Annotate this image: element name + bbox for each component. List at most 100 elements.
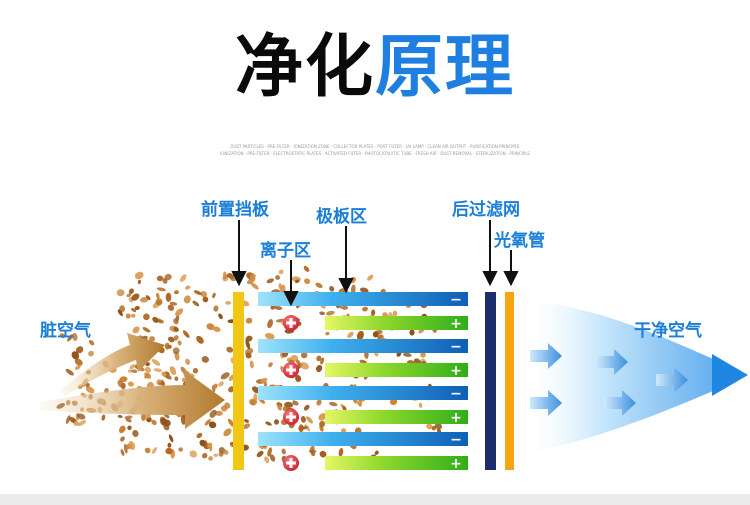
dust-particle <box>278 269 284 275</box>
dust-particle <box>116 289 125 297</box>
dust-particle <box>300 416 306 423</box>
dust-particle <box>269 454 276 462</box>
title-part-1: 净化 <box>234 28 375 107</box>
dust-particle <box>161 371 167 377</box>
dust-particle <box>266 278 274 284</box>
dust-particle <box>165 447 173 455</box>
dust-particle <box>165 292 172 302</box>
label-pre-baffle: 前置挡板 <box>201 200 269 220</box>
dust-particle <box>301 352 308 359</box>
dust-particle <box>128 288 134 295</box>
dust-particle <box>306 416 313 424</box>
dust-particle <box>192 300 200 307</box>
dust-particle <box>315 282 323 288</box>
clean-air-arrowhead <box>712 354 748 396</box>
dust-particle <box>177 340 182 346</box>
dust-particle <box>338 447 344 457</box>
negative-plate <box>258 292 468 306</box>
dust-particle <box>65 415 71 424</box>
dust-particle <box>426 423 433 430</box>
dust-particle <box>265 421 272 426</box>
dust-particle <box>85 386 95 394</box>
positive-sign: + <box>450 456 462 472</box>
dust-particle <box>174 376 179 381</box>
dust-particle <box>309 445 315 454</box>
dust-particle <box>295 358 302 367</box>
post-filter <box>485 292 496 470</box>
dust-particle <box>134 305 140 311</box>
dust-particle <box>318 413 327 421</box>
dust-particle <box>131 293 140 301</box>
dust-particle <box>303 278 311 284</box>
dust-particle <box>192 367 199 374</box>
dust-particle <box>212 292 216 299</box>
dust-particle <box>169 366 177 375</box>
dust-particle <box>88 339 95 346</box>
dust-particle <box>298 426 309 430</box>
dust-particle <box>402 352 412 357</box>
dust-particle <box>126 293 132 298</box>
dust-particle <box>180 414 187 425</box>
dust-particle <box>226 346 234 353</box>
dust-particle <box>74 365 81 370</box>
dust-particle <box>151 419 157 426</box>
label-post-filter: 后过滤网 <box>452 200 520 220</box>
dust-particle <box>164 273 172 281</box>
dust-particle <box>189 450 198 458</box>
dust-particle <box>182 330 190 338</box>
positive-plate <box>325 316 468 330</box>
dust-particle <box>208 421 217 429</box>
dust-particle <box>127 381 134 387</box>
dust-particle <box>153 368 163 372</box>
dust-particle <box>173 318 179 325</box>
dust-particle <box>155 298 163 306</box>
dust-particle <box>175 308 184 316</box>
dust-particle <box>260 377 268 383</box>
dust-particle <box>137 279 141 285</box>
dust-particle <box>206 442 213 448</box>
fine-print-line-1: DUST PARTICLES · PRE-FILTER · IONIZATION… <box>230 144 520 149</box>
dust-particle <box>245 317 253 324</box>
dust-particle <box>252 386 260 394</box>
dust-particle <box>144 366 152 373</box>
dust-particle <box>249 273 256 281</box>
dust-particle <box>245 352 252 359</box>
plus-circle-icon <box>283 362 299 378</box>
dust-particle <box>341 305 349 310</box>
dust-particle <box>347 331 354 338</box>
dust-particle <box>292 400 299 406</box>
dust-particle <box>151 447 157 454</box>
dust-particle <box>329 286 335 292</box>
dust-particle <box>77 420 87 427</box>
dust-particle <box>167 336 175 343</box>
dust-particle <box>201 453 208 459</box>
dust-particle <box>420 351 426 358</box>
positive-plate <box>325 410 468 424</box>
dust-particle <box>282 405 289 412</box>
dust-particle <box>125 313 131 319</box>
dust-particle <box>152 316 159 323</box>
dust-particle <box>218 451 224 457</box>
dust-particle <box>160 417 168 426</box>
dust-particle <box>75 346 84 354</box>
dust-particle <box>215 410 223 416</box>
dust-particle <box>132 326 140 334</box>
clean-air-arrows <box>530 343 688 416</box>
dust-particle <box>117 380 124 388</box>
dust-particle <box>128 440 136 450</box>
dust-particle <box>228 386 235 393</box>
dust-particle <box>125 418 132 423</box>
dust-particle <box>72 332 78 341</box>
dust-particle <box>367 274 374 281</box>
dust-particle <box>319 420 326 428</box>
dust-particle <box>117 414 123 419</box>
dust-particle <box>119 425 126 434</box>
dust-particle <box>316 355 322 362</box>
dust-particle <box>434 422 443 430</box>
dust-particle <box>59 333 66 339</box>
dust-particle <box>267 447 272 457</box>
dust-particle <box>218 381 224 387</box>
dust-particle <box>131 369 138 374</box>
dust-particle <box>274 306 283 310</box>
